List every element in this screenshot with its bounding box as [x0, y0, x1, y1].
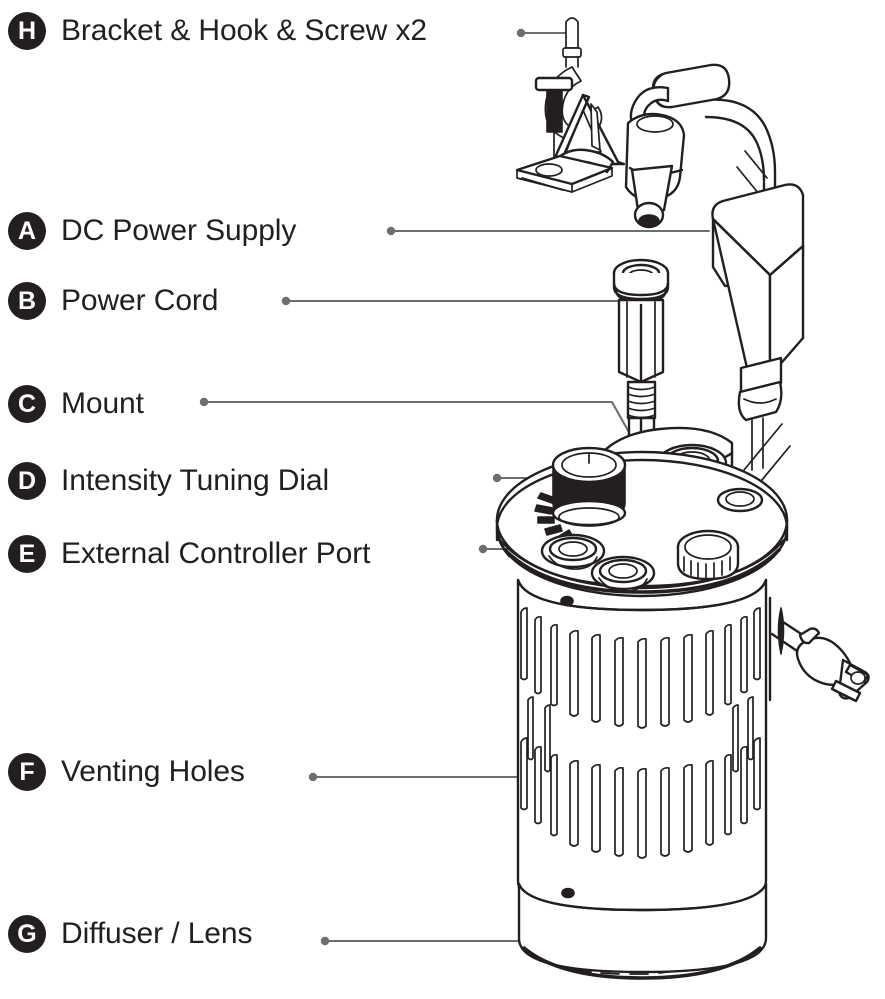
- controller-port: [540, 533, 606, 570]
- badge-B: B: [8, 282, 46, 320]
- callout-label-E: External Controller Port: [61, 537, 371, 570]
- triangular-mounting-bracket: [515, 93, 626, 193]
- dc-power-supply-brick: [711, 183, 805, 378]
- power-cord-connector: [612, 258, 670, 420]
- callout-D[interactable]: D Intensity Tuning Dial: [8, 462, 329, 500]
- leader-G: [320, 936, 526, 946]
- bracket-hook-screw-assembly: [515, 17, 626, 193]
- callout-label-F: Venting Holes: [61, 755, 245, 788]
- leader-C: [199, 397, 642, 454]
- callout-C[interactable]: C Mount: [8, 385, 144, 423]
- unit-top-plate: [495, 426, 789, 598]
- controller-port-secondary: [590, 555, 656, 592]
- callout-label-G: Diffuser / Lens: [61, 917, 253, 950]
- three-prong-ac-plug: [768, 596, 870, 703]
- callout-B[interactable]: B Power Cord: [8, 282, 219, 320]
- leader-F: [308, 772, 547, 782]
- callout-A[interactable]: A DC Power Supply: [8, 212, 296, 250]
- badge-C: C: [8, 385, 46, 423]
- callout-label-C: Mount: [61, 387, 144, 420]
- badge-A: A: [8, 212, 46, 250]
- knurled-knob: [676, 529, 740, 581]
- badge-E: E: [8, 535, 46, 573]
- leader-A: [386, 226, 711, 236]
- diffuser-lens: [517, 882, 768, 980]
- leader-B: [281, 296, 622, 306]
- intensity-dial: [551, 446, 627, 527]
- badge-D: D: [8, 462, 46, 500]
- top-port-small: [716, 487, 764, 513]
- callout-H[interactable]: H Bracket & Hook & Screw x2: [8, 12, 427, 50]
- badge-F: F: [8, 753, 46, 791]
- callout-label-A: DC Power Supply: [61, 214, 297, 247]
- brick-strain-relief: [737, 356, 783, 422]
- badge-G: G: [8, 915, 46, 953]
- bracket-screw: [534, 76, 574, 171]
- leader-H: [516, 28, 568, 38]
- callout-label-D: Intensity Tuning Dial: [61, 464, 330, 497]
- unit-body: [516, 578, 768, 922]
- vent-slots: [520, 607, 761, 859]
- dc-power-supply-group: [701, 98, 805, 493]
- callout-F[interactable]: F Venting Holes: [8, 753, 245, 791]
- callout-G[interactable]: G Diffuser / Lens: [8, 915, 252, 953]
- callout-E[interactable]: E External Controller Port: [8, 535, 371, 573]
- badge-H: H: [8, 12, 46, 50]
- callout-label-B: Power Cord: [61, 284, 219, 317]
- mounting-screw-small: [562, 17, 582, 68]
- callout-label-H: Bracket & Hook & Screw x2: [61, 14, 427, 47]
- inline-barrel-connector: [624, 63, 731, 229]
